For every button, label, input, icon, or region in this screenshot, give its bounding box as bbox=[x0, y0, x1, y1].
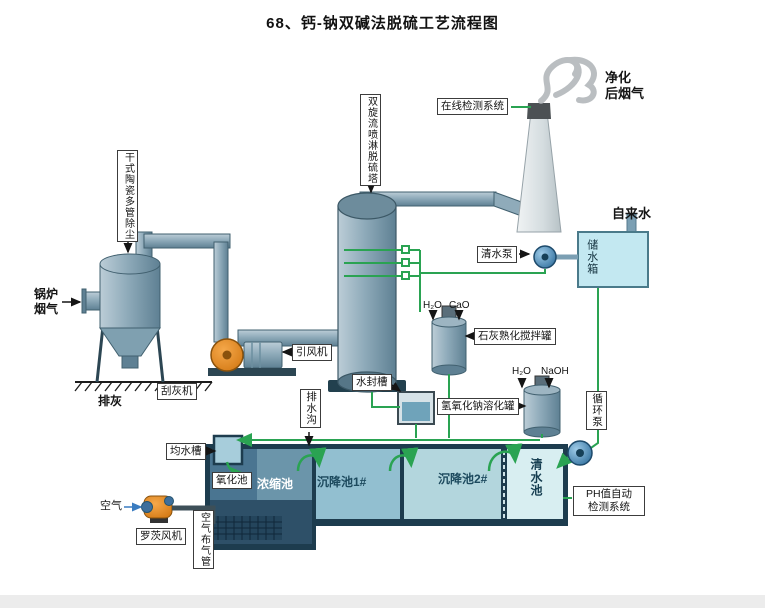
label-drain-ditch: 排水沟 bbox=[300, 389, 322, 428]
id-fan bbox=[208, 338, 296, 376]
desulfurization-tower bbox=[328, 192, 406, 393]
label-air-distribution-pipe: 空气布气管 bbox=[193, 510, 214, 569]
label-tower: 双旋流喷淋脱硫塔 bbox=[360, 94, 381, 186]
roots-blower-icon bbox=[141, 495, 216, 524]
label-lime-tank: 石灰熟化搅拌罐 bbox=[474, 328, 556, 346]
settling-pool-2 bbox=[404, 449, 501, 519]
equalization-tank bbox=[212, 434, 244, 466]
label-water-seal: 水封槽 bbox=[352, 374, 392, 392]
clean-water-pump-icon bbox=[533, 245, 578, 269]
label-boiler-flue-gas: 锅炉 烟气 bbox=[34, 287, 59, 316]
label-clean-water-pump: 清水泵 bbox=[477, 246, 517, 264]
settling-pool-1 bbox=[316, 449, 400, 519]
label-storage-tank: 储水箱 bbox=[585, 239, 598, 275]
label-h2o-naoh: H₂O bbox=[512, 366, 531, 377]
label-online-detection: 在线检测系统 bbox=[437, 98, 508, 116]
label-cao: CaO bbox=[449, 300, 470, 311]
label-ph-detection: PH值自动 检测系统 bbox=[573, 486, 645, 517]
label-oxidation-pool: 氧化池 bbox=[212, 472, 252, 490]
label-dust-collector: 干式陶瓷多管除尘 bbox=[117, 150, 138, 242]
label-clean-water-pool: 清水池 bbox=[529, 458, 543, 497]
label-circulation-pump: 循环泵 bbox=[586, 391, 608, 430]
label-concentration-pool: 浓缩池 bbox=[257, 477, 294, 491]
air-diffuser-grid bbox=[214, 516, 282, 540]
label-arrows bbox=[62, 182, 554, 512]
page-title: 68、钙-钠双碱法脱硫工艺流程图 bbox=[266, 15, 499, 32]
label-settling-pool-2: 沉降池2# bbox=[438, 472, 488, 486]
label-ash-scraper: 刮灰机 bbox=[157, 383, 197, 401]
label-h2o-lime: H₂O bbox=[423, 300, 442, 311]
chimney bbox=[516, 56, 597, 233]
label-ash-discharge: 排灰 bbox=[98, 394, 123, 408]
bottom-gray-strip bbox=[0, 595, 765, 608]
water-seal-tank bbox=[397, 391, 435, 425]
fan-motor bbox=[243, 341, 283, 369]
smoke bbox=[538, 56, 597, 104]
label-id-fan: 引风机 bbox=[292, 344, 332, 362]
label-purified-gas: 净化 后烟气 bbox=[605, 70, 645, 102]
label-tap-water: 自来水 bbox=[612, 206, 652, 221]
label-naoh: NaOH bbox=[541, 366, 569, 377]
label-settling-pool-1: 沉降池1# bbox=[317, 475, 367, 489]
label-water-equalize: 均水槽 bbox=[166, 443, 206, 461]
circulation-pump-icon bbox=[567, 440, 593, 466]
label-air: 空气 bbox=[100, 500, 122, 512]
dust-collector bbox=[95, 253, 165, 383]
naoh-dissolving-tank bbox=[523, 375, 561, 438]
pools-basin bbox=[205, 444, 568, 550]
label-roots-blower: 罗茨风机 bbox=[136, 528, 186, 546]
lime-slaking-tank bbox=[431, 305, 467, 376]
label-naoh-tank: 氢氧化钠溶化罐 bbox=[437, 398, 519, 416]
